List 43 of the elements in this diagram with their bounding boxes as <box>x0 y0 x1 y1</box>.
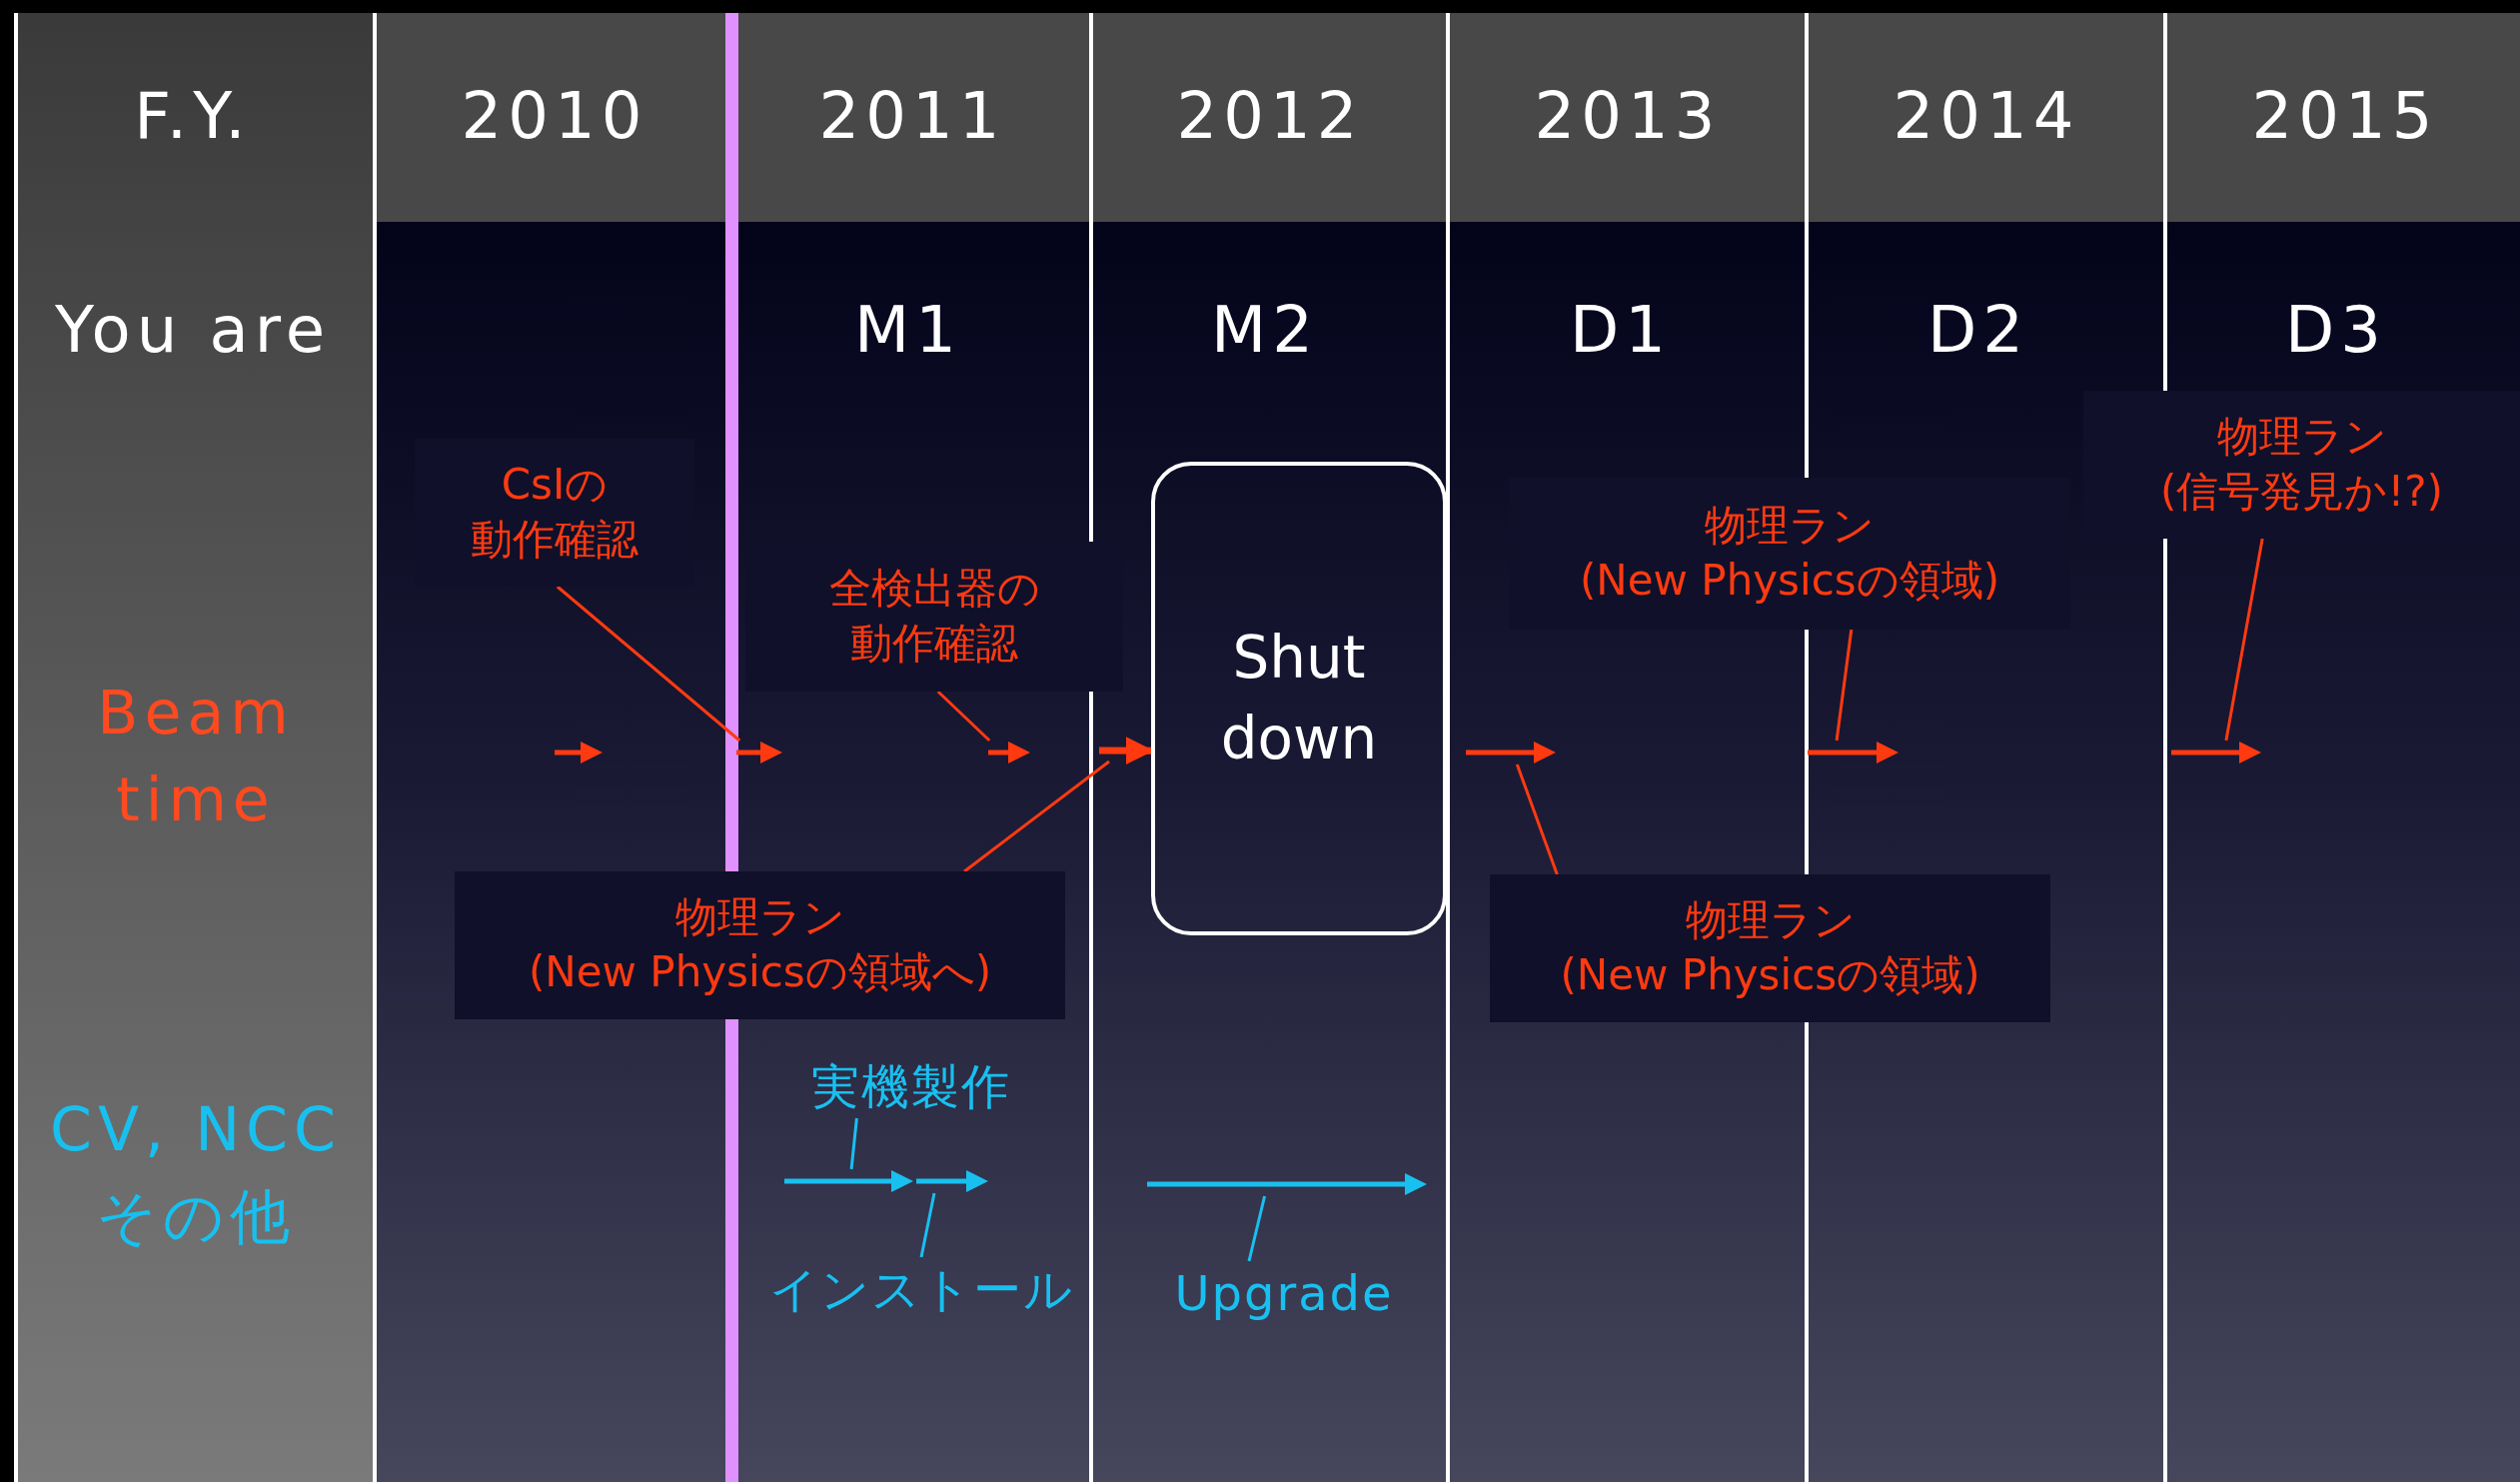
leader-line <box>1247 1195 1267 1262</box>
grade-label: M2 <box>1211 293 1319 367</box>
leader-line <box>936 690 991 742</box>
timeline-arrow <box>1466 741 1556 764</box>
timeline-arrow <box>988 741 1030 764</box>
grade-label: D3 <box>2285 293 2387 367</box>
leader-line <box>919 1192 936 1258</box>
note-box: 物理ラン(New Physicsの領域) <box>1490 874 2050 1022</box>
annotation: 実機製作 <box>781 1054 1041 1118</box>
timeline-arrow <box>916 1169 988 1193</box>
timeline-arrow <box>1147 1172 1427 1196</box>
grade-label: D2 <box>1927 293 2029 367</box>
row-label: CV, NCC その他 <box>49 1093 343 1253</box>
timeline-arrow <box>1808 741 1898 764</box>
leader-line <box>849 1117 858 1170</box>
timeline-arrow <box>784 1169 913 1193</box>
year-label: 2015 <box>2251 79 2439 153</box>
year-label: 2013 <box>1534 79 1722 153</box>
leader-line <box>1515 763 1559 875</box>
year-label: 2012 <box>1176 79 1364 153</box>
shutdown-box: Shut down <box>1151 462 1447 935</box>
year-label: 2010 <box>461 79 648 153</box>
year-label: 2011 <box>818 79 1006 153</box>
row-label: Beam time <box>96 677 296 836</box>
row-label: You are <box>54 293 332 367</box>
annotation: インストール <box>771 1257 1071 1321</box>
annotation: Upgrade <box>1159 1261 1409 1325</box>
grade-label: M1 <box>854 293 962 367</box>
leader-line <box>556 585 741 742</box>
leader-line <box>2224 538 2264 741</box>
year-label: 2014 <box>1892 79 2080 153</box>
timeline-arrow <box>555 741 603 764</box>
header-label: F.Y. <box>134 79 252 153</box>
note-box: 全検出器の動作確認 <box>745 542 1123 692</box>
leader-line <box>1835 629 1854 741</box>
note-box: 物理ラン(New Physicsの領域へ) <box>455 871 1065 1019</box>
leader-line <box>963 759 1110 873</box>
note-box: 物理ラン(New Physicsの領域) <box>1509 478 2070 630</box>
timeline-arrow <box>2171 741 2261 764</box>
note-box: CsIの動作確認 <box>415 439 694 587</box>
grade-label: D1 <box>1570 293 1672 367</box>
timeline-arrow <box>736 741 782 764</box>
note-box: 物理ラン(信号発見か!?) <box>2083 391 2520 539</box>
